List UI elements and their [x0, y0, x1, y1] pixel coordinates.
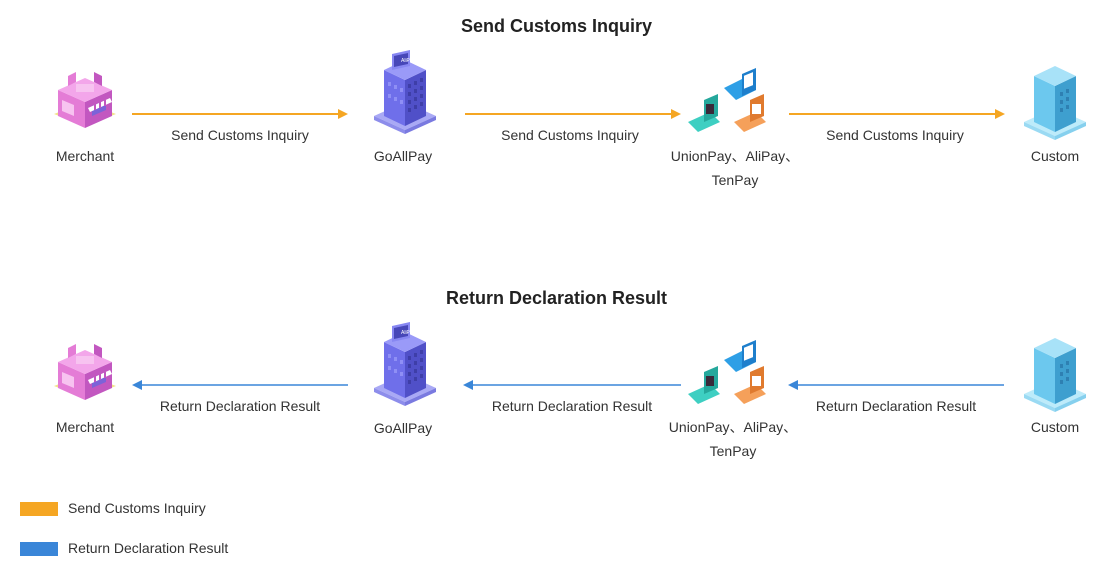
edge-label-send-1: Send Customs Inquiry — [171, 127, 309, 143]
customs-building-icon — [1020, 332, 1090, 412]
building-sign-text: AliPay — [401, 58, 416, 64]
legend-swatch-send — [20, 502, 58, 516]
title-return-declaration-result: Return Declaration Result — [445, 288, 668, 308]
node-label-merchant: Merchant — [55, 419, 115, 435]
node-label-payment-line1: UnionPay、AliPay、 — [668, 419, 798, 435]
goallpay-building-icon: AliPay — [370, 320, 440, 410]
node-label-payment-line2: TenPay — [711, 172, 759, 188]
arrow-goallpay-to-payment — [465, 109, 681, 119]
node-label-goallpay: GoAllPay — [373, 420, 433, 436]
edge-label-return-2: Return Declaration Result — [491, 398, 653, 414]
node-label-custom: Custom — [1030, 419, 1080, 435]
edge-label-send-3: Send Customs Inquiry — [826, 127, 964, 143]
edge-label-send-2: Send Customs Inquiry — [501, 127, 639, 143]
arrow-payment-to-goallpay — [463, 380, 681, 390]
title-send-customs-inquiry: Send Customs Inquiry — [460, 16, 653, 36]
legend-label-return: Return Declaration Result — [68, 540, 229, 556]
node-label-payment-line1: UnionPay、AliPay、 — [670, 148, 800, 164]
payment-cards-icon — [684, 68, 774, 138]
arrow-payment-to-custom — [789, 109, 1005, 119]
node-label-custom: Custom — [1030, 148, 1080, 164]
arrow-goallpay-to-merchant — [132, 380, 348, 390]
goallpay-building-icon: AliPay — [370, 48, 440, 138]
merchant-shop-icon — [50, 340, 120, 410]
arrow-custom-to-payment — [788, 380, 1004, 390]
node-label-goallpay: GoAllPay — [373, 148, 433, 164]
node-label-merchant: Merchant — [55, 148, 115, 164]
customs-building-icon — [1020, 60, 1090, 140]
merchant-shop-icon — [50, 68, 120, 138]
node-label-payment-line2: TenPay — [709, 443, 757, 459]
edge-label-return-3: Return Declaration Result — [815, 398, 977, 414]
payment-cards-icon — [684, 340, 774, 410]
legend-swatch-return — [20, 542, 58, 556]
legend-label-send: Send Customs Inquiry — [68, 500, 206, 516]
edge-label-return-1: Return Declaration Result — [159, 398, 321, 414]
building-sign-text: AliPay — [401, 330, 416, 336]
arrow-merchant-to-goallpay — [132, 109, 348, 119]
